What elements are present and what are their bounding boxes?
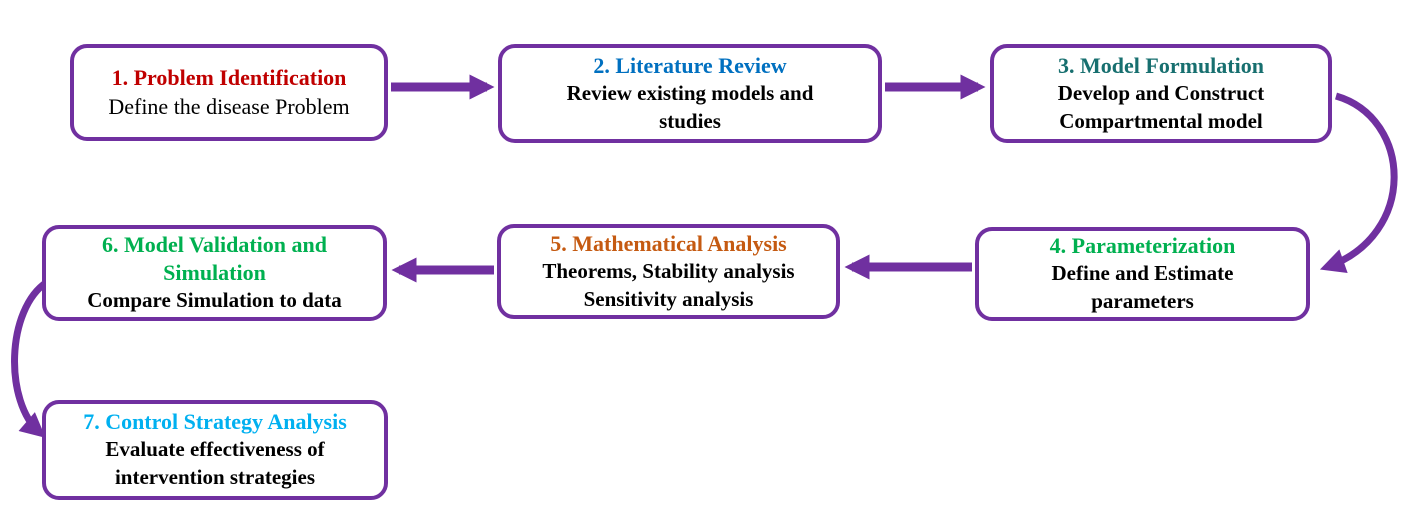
step-5-box: 5. Mathematical Analysis Theorems, Stabi…	[497, 224, 840, 319]
step-4-title: 4. Parameterization	[1049, 233, 1236, 259]
step-4-box: 4. Parameterization Define and Estimate …	[975, 227, 1310, 321]
step-2-box: 2. Literature Review Review existing mod…	[498, 44, 882, 143]
step-3-box: 3. Model Formulation Develop and Constru…	[990, 44, 1332, 143]
step-7-subtitle: Evaluate effectiveness of intervention s…	[105, 437, 325, 490]
step-7-box: 7. Control Strategy Analysis Evaluate ef…	[42, 400, 388, 500]
arrow-step3-to-step4	[1319, 92, 1398, 273]
step-1-box: 1. Problem Identification Define the dis…	[70, 44, 388, 141]
step-1-title: 1. Problem Identification	[111, 64, 347, 90]
step-3-title: 3. Model Formulation	[1058, 52, 1264, 78]
step-3-subtitle: Develop and Construct Compartmental mode…	[1057, 80, 1265, 133]
step-6-title: 6. Model Validation and Simulation	[102, 231, 327, 286]
step-6-box: 6. Model Validation and Simulation Compa…	[42, 225, 387, 321]
step-2-title: 2. Literature Review	[593, 52, 787, 78]
step-5-subtitle: Theorems, Stability analysis Sensitivity…	[542, 258, 795, 311]
step-1-subtitle: Define the disease Problem	[108, 94, 350, 120]
step-7-title: 7. Control Strategy Analysis	[83, 409, 347, 435]
step-2-subtitle: Review existing models and studies	[566, 80, 814, 133]
arrow-step6-to-step7	[11, 279, 50, 438]
step-4-subtitle: Define and Estimate parameters	[1051, 261, 1234, 314]
step-6-subtitle: Compare Simulation to data	[87, 288, 342, 313]
step-5-title: 5. Mathematical Analysis	[550, 230, 787, 256]
